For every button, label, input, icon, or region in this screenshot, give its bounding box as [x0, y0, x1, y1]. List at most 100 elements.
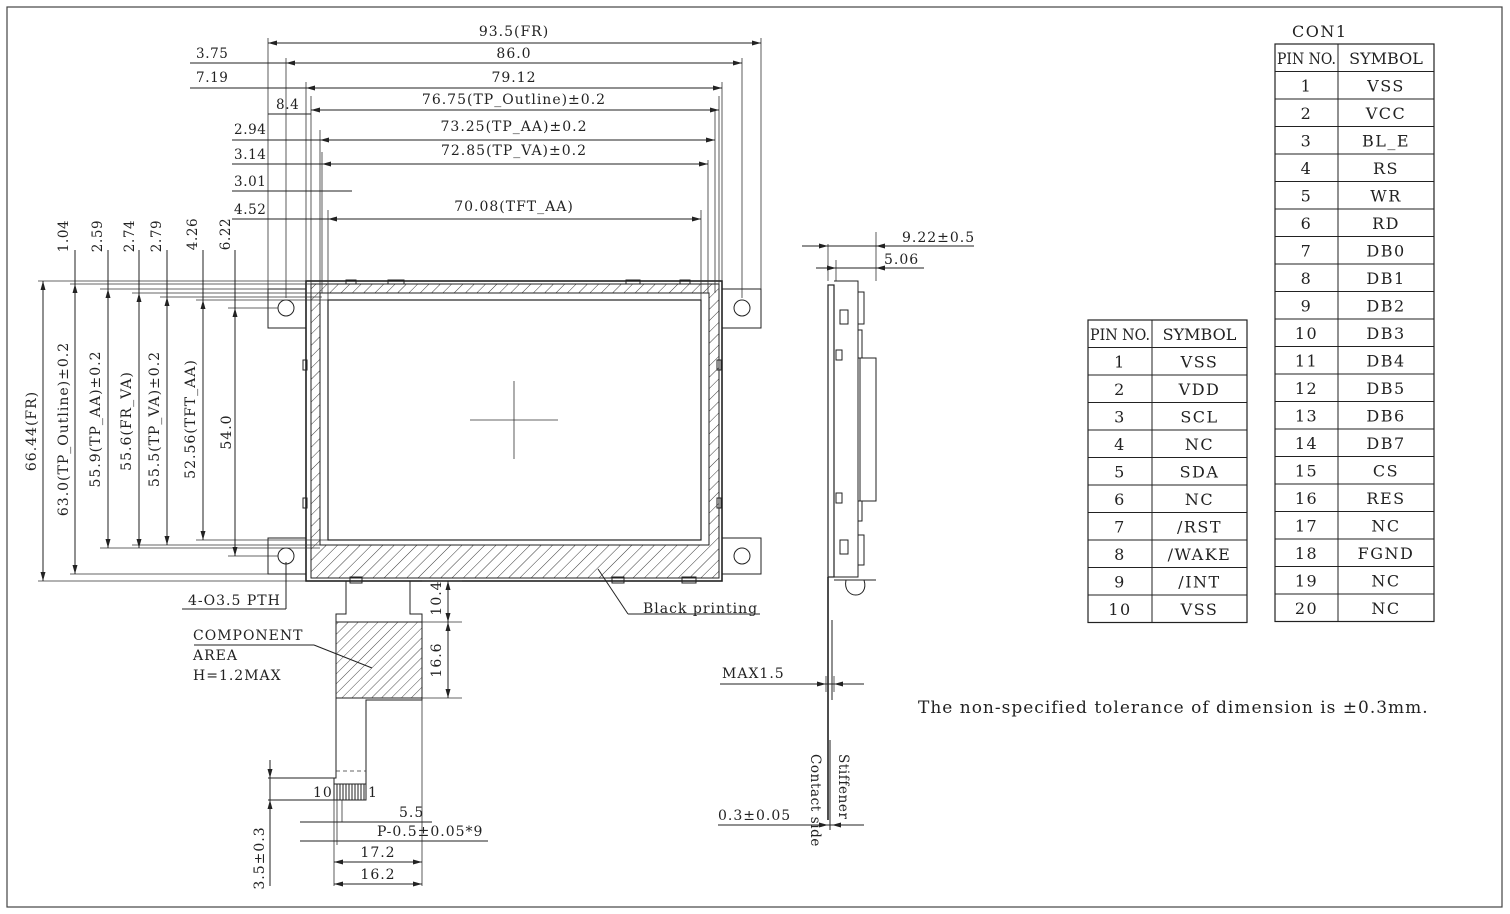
mounting-ear-top-right [722, 288, 762, 329]
dim-172: 17.2 [360, 845, 395, 861]
pin-table-pin-no: 2 [1114, 380, 1126, 399]
label-contact-side: Contact side [807, 754, 823, 847]
con1-table-symbol: DB6 [1366, 406, 1405, 425]
dim-v-104: 1.04 [56, 220, 72, 252]
dim-fr-height: 66.44(FR) [24, 391, 40, 471]
con1-table-symbol: NC [1371, 599, 1400, 618]
component-area [335, 621, 423, 699]
dim-fr-width: 93.5(FR) [479, 24, 549, 40]
pin-table-header: PIN NO. [1090, 325, 1150, 344]
con1-table-pin-no: 8 [1301, 269, 1313, 288]
con1-table-symbol: RES [1366, 489, 1405, 508]
pin-table-symbol: VDD [1178, 380, 1221, 399]
con1-table-pin-no: 17 [1295, 516, 1318, 535]
con1-table-pin-no: 10 [1295, 324, 1318, 343]
dim-301: 3.01 [234, 174, 266, 190]
con1-table-symbol: BL_E [1362, 131, 1410, 150]
dim-tp-outline: 76.75(TP_Outline)±0.2 [422, 92, 606, 108]
pin-table-pin-no: 7 [1114, 517, 1126, 536]
con1-table-pin-no: 14 [1295, 434, 1318, 453]
pin-table-pin-no: 6 [1114, 490, 1126, 509]
dim-35: 3.5±0.3 [252, 826, 268, 889]
dim-375: 3.75 [196, 46, 228, 62]
con1-table-pin-no: 13 [1295, 406, 1318, 425]
dim-v-tp-outline: 63.0(TP_Outline)±0.2 [56, 342, 72, 516]
pin-table-symbol: VSS [1180, 352, 1219, 371]
dim-pitch: P-0.5±0.05*9 [377, 824, 483, 840]
left-dimensions [38, 250, 328, 582]
con1-table-pin-no: 4 [1301, 159, 1313, 178]
dim-v-tp-va: 55.5(TP_VA)±0.2 [147, 351, 163, 487]
label-pin10: 10 [313, 785, 333, 801]
con1-table-pin-no: 2 [1301, 104, 1313, 123]
pin-table-pin-no: 4 [1114, 435, 1126, 454]
con1-table-pin-no: 18 [1295, 544, 1318, 563]
drawing-border [6, 6, 1503, 908]
con1-table-pin-no: 19 [1295, 571, 1318, 590]
dim-tp-va: 72.85(TP_VA)±0.2 [441, 143, 587, 159]
con1-table-symbol: VSS [1366, 76, 1405, 95]
label-component-2: AREA [192, 648, 238, 664]
dim-452: 4.52 [234, 202, 266, 218]
pin-table-symbol: /WAKE [1168, 545, 1232, 564]
fpc-contacts [333, 783, 367, 801]
dim-314: 3.14 [234, 147, 266, 163]
con1-table-pin-no: 5 [1301, 186, 1313, 205]
con1-table-header: SYMBOL [1349, 49, 1423, 68]
dim-v-fr-va: 55.6(FR_VA) [119, 371, 135, 471]
con1-table-symbol: DB5 [1366, 379, 1405, 398]
fpc-dimensions [182, 562, 760, 887]
con1-table-symbol: NC [1371, 571, 1400, 590]
con1-table-symbol: DB3 [1366, 324, 1405, 343]
con1-table-symbol: NC [1371, 516, 1400, 535]
side-view [718, 232, 974, 830]
pin-table-symbol: /RST [1177, 517, 1222, 536]
con1-table-symbol: VCC [1365, 104, 1407, 123]
frame-outline [305, 280, 723, 582]
con1-table-header: PIN NO. [1277, 49, 1336, 68]
dim-506: 5.06 [884, 252, 919, 268]
label-component-1: COMPONENT [193, 628, 303, 644]
con1-table-symbol: CS [1373, 461, 1399, 480]
label-black-printing: Black printing [643, 601, 758, 617]
mounting-hole-top-left [277, 299, 295, 317]
con1-table-pin-no: 20 [1295, 599, 1318, 618]
dim-v-259: 2.59 [90, 220, 106, 252]
con1-title: CON1 [1292, 22, 1348, 41]
dim-max15: MAX1.5 [722, 666, 785, 682]
pin-table-symbol: SDA [1180, 462, 1220, 481]
dim-v-622: 6.22 [218, 218, 234, 250]
con1-table-symbol: DB4 [1366, 351, 1405, 370]
con1-table-pin-no: 9 [1301, 296, 1313, 315]
con1-table-symbol: RD [1372, 214, 1400, 233]
mounting-hole-bottom-right [733, 547, 751, 565]
dim-v-426: 4.26 [185, 218, 201, 250]
label-holes: 4-O3.5 PTH [188, 593, 281, 609]
pin-table-symbol: VSS [1180, 600, 1219, 619]
pin-table-pin-no: 5 [1114, 462, 1126, 481]
mounting-ear-top-left [267, 288, 306, 329]
front-view [267, 279, 762, 801]
con1-table-pin-no: 15 [1295, 461, 1318, 480]
dim-79: 79.12 [491, 70, 536, 86]
dim-fpc-104: 10.4 [429, 580, 445, 615]
mounting-ear-bottom-right [722, 537, 762, 575]
con1-table-symbol: DB7 [1366, 434, 1405, 453]
con1-table-pin-no: 3 [1301, 131, 1313, 150]
dim-719: 7.19 [196, 70, 228, 86]
con1-table-symbol: DB2 [1366, 296, 1405, 315]
mounting-hole-top-right [733, 299, 751, 317]
dim-v-tft-aa: 52.56(TFT_AA) [183, 359, 199, 479]
pin-table-symbol: NC [1185, 435, 1214, 454]
dim-v-279: 2.79 [149, 220, 165, 252]
label-component-3: H=1.2MAX [193, 668, 282, 684]
mounting-hole-bottom-left [277, 547, 295, 565]
dim-86: 86.0 [496, 46, 531, 62]
dim-tft-aa: 70.08(TFT_AA) [454, 199, 574, 215]
top-dimensions [190, 38, 762, 300]
tolerance-note: The non-specified tolerance of dimension… [918, 698, 1429, 718]
con1-table-symbol: DB0 [1366, 241, 1405, 260]
